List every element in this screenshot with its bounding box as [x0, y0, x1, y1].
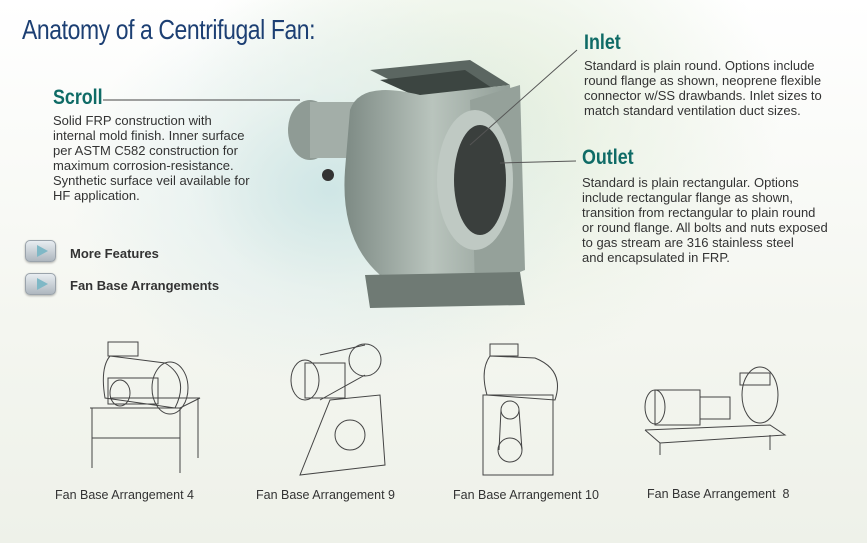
- more-features-play-button[interactable]: [25, 240, 56, 262]
- centrifugal-fan-image: [288, 60, 525, 308]
- fan-base-arrangements-play-button[interactable]: [25, 273, 56, 295]
- arrangement-10-drawing: [482, 343, 558, 476]
- inlet-heading: Inlet: [584, 31, 621, 54]
- outlet-description: Standard is plain rectangular. Options i…: [582, 175, 828, 265]
- arrangement-4-caption: Fan Base Arrangement 4: [55, 488, 194, 502]
- arrangement-8-caption: Fan Base Arrangement 8: [647, 487, 790, 501]
- arrangement-4-drawing: [90, 341, 201, 473]
- fan-base-arrangements-link[interactable]: Fan Base Arrangements: [70, 278, 220, 293]
- inlet-description: Standard is plain round. Options include…: [584, 58, 822, 118]
- arrangement-10-caption: Fan Base Arrangement 10: [453, 488, 599, 502]
- arrangement-8-drawing: [644, 366, 787, 455]
- page-title: Anatomy of a Centrifugal Fan:: [22, 14, 316, 45]
- arrangement-9-drawing: [290, 343, 386, 476]
- arrangement-9-caption: Fan Base Arrangement 9: [256, 488, 395, 502]
- scroll-heading: Scroll: [53, 86, 103, 109]
- more-features-link[interactable]: More Features: [70, 246, 159, 261]
- scroll-description: Solid FRP construction with internal mol…: [53, 113, 250, 203]
- outlet-heading: Outlet: [582, 146, 634, 169]
